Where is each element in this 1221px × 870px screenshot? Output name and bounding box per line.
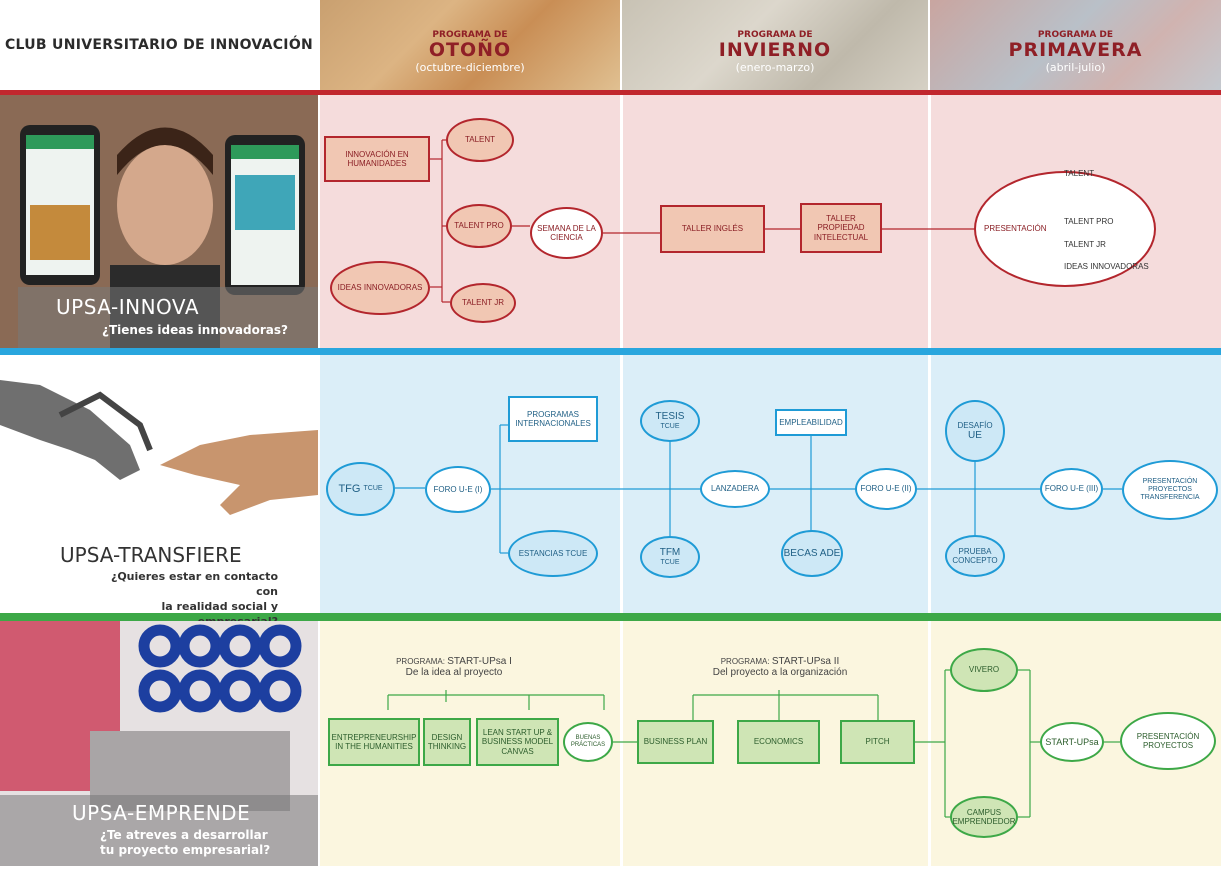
program-name: START-UPsa II [771,656,840,667]
node-talent-jr: TALENT JR [450,283,516,323]
tesis-sub: TCUE [660,422,680,430]
tfg-label: TFG [338,482,361,495]
node-programas-internacionales: PROGRAMAS INTERNACIONALES [508,396,598,442]
season-header-invierno: PROGRAMA DE INVIERNO (enero-marzo) [622,0,928,90]
node-lean-startup: LEAN START UP & BUSINESS MODEL CANVAS [476,718,559,766]
node-tesis-tcue: TESIS TCUE [640,400,700,442]
present-item-ideas: IDEAS INNOVADORAS [1064,262,1149,271]
node-becas-ade: BECAS ADE [781,530,843,577]
emprende-title: UPSA-EMPRENDE [72,801,251,825]
node-pitch: PITCH [840,720,915,764]
node-presentacion-innova: PRESENTACIÓN [974,171,1156,287]
innova-caption: UPSA-INNOVA ¿Tienes ideas innovadoras? [18,287,318,348]
node-taller-propiedad: TALLER PROPIEDAD INTELECTUAL [800,203,882,253]
node-empleabilidad: EMPLEABILIDAD [775,409,847,436]
robot-human-hands-illustration [0,380,318,515]
innova-title: UPSA-INNOVA [56,295,200,319]
node-desafio-ue: DESAFÍO UE [945,400,1005,462]
innova-question: ¿Tienes ideas innovadoras? [102,323,288,337]
innova-photo: UPSA-INNOVA ¿Tienes ideas innovadoras? [0,95,318,348]
season-top-label: PROGRAMA DE [432,30,508,40]
program-subtitle: Del proyecto a la organización [712,667,848,678]
season-name: PRIMAVERA [1008,39,1143,61]
program-label: PROGRAMA: [396,657,445,666]
transfiere-question-line1: ¿Quieres estar en contacto con [110,570,278,598]
node-presentacion-proyectos: PRESENTACIÓN PROYECTOS [1120,712,1216,770]
emprende-question-line2: tu proyecto empresarial? [100,843,271,857]
emprende-divider [0,613,1221,621]
node-tfm-tcue: TFM TCUE [640,536,700,578]
tesis-label: TESIS [655,411,685,423]
season-top-label: PROGRAMA DE [737,30,813,40]
season-header-primavera: PROGRAMA DE PRIMAVERA (abril-julio) [930,0,1221,90]
node-buenas-practicas: BUENAS PRÁCTICAS [563,722,613,762]
transfiere-divider [0,348,1221,355]
season-range: (abril-julio) [1045,61,1106,74]
presentacion-label: PRESENTACIÓN [984,224,1047,234]
node-talent-pro: TALENT PRO [446,204,512,248]
node-innovacion-humanidades: INNOVACIÓN EN HUMANIDADES [324,136,430,182]
program-subtitle: De la idea al proyecto [405,667,503,678]
node-talent: TALENT [446,118,514,162]
node-tfg-tcue: TFG TCUE [326,462,395,516]
season-name: OTOÑO [428,39,512,61]
program-start-upsa-1: PROGRAMA: START-UPsa I De la idea al pro… [374,656,534,678]
node-campus-emprendedor: CAMPUS EMPRENDEDOR [950,796,1018,838]
tfg-sub: TCUE [363,484,383,492]
node-prueba-concepto: PRUEBA CONCEPTO [945,535,1005,577]
emprende-photo: UPSA-EMPRENDE ¿Te atreves a desarrollar … [0,621,318,866]
emprende-caption: UPSA-EMPRENDE ¿Te atreves a desarrollar … [0,795,318,866]
node-start-upsa: START-UPsa [1040,722,1104,762]
node-economics: ECONOMICS [737,720,820,764]
node-design-thinking: DESIGN THINKING [423,718,471,766]
desafio-label: DESAFÍO [957,420,993,430]
innova-divider [0,90,1221,95]
season-range: (enero-marzo) [735,61,815,74]
season-top-label: PROGRAMA DE [1037,30,1114,40]
node-vivero: VIVERO [950,648,1018,692]
season-name: INVIERNO [718,39,832,61]
tfm-label: TFM [659,547,681,559]
node-foro-ue-1: FORO U-E (I) [425,466,491,513]
node-ideas-innovadoras: IDEAS INNOVADORAS [330,261,430,315]
program-name: START-UPsa I [447,656,512,667]
node-estancias-tcue: ESTANCIAS TCUE [508,530,598,577]
node-foro-ue-2: FORO U-E (II) [855,468,917,510]
emprende-question: ¿Te atreves a desarrollar tu proyecto em… [100,828,270,858]
tfm-sub: TCUE [660,558,680,566]
season-header-otono: PROGRAMA DE OTOÑO (octubre-diciembre) [320,0,620,90]
emprende-question-line1: ¿Te atreves a desarrollar [100,828,268,842]
node-presentacion-transferencia: PRESENTACIÓN PROYECTOS TRANSFERENCIA [1122,460,1218,520]
club-title: CLUB UNIVERSITARIO DE INNOVACIÓN [4,37,314,53]
transfiere-photo: UPSA-TRANSFIERE ¿Quieres estar en contac… [0,355,318,628]
node-taller-ingles: TALLER INGLÉS [660,205,765,253]
transfiere-title: UPSA-TRANSFIERE [60,543,242,567]
club-title-box: CLUB UNIVERSITARIO DE INNOVACIÓN [0,0,318,90]
node-lanzadera: LANZADERA [700,470,770,508]
program-start-upsa-2: PROGRAMA: START-UPsa II Del proyecto a l… [680,656,880,678]
present-item-talent: TALENT [1064,169,1095,178]
season-range: (octubre-diciembre) [415,61,525,74]
node-foro-ue-3: FORO U-E (III) [1040,468,1103,510]
program-label: PROGRAMA: [720,657,770,666]
node-business-plan: BUSINESS PLAN [637,720,714,764]
node-semana-ciencia: SEMANA DE LA CIENCIA [530,207,603,259]
present-item-talent-jr: TALENT JR [1064,240,1106,249]
desafio-sub: UE [968,429,982,441]
present-item-talent-pro: TALENT PRO [1064,217,1114,226]
node-entrepreneurship-humanities: ENTREPRENEURSHIP IN THE HUMANITIES [328,718,420,766]
